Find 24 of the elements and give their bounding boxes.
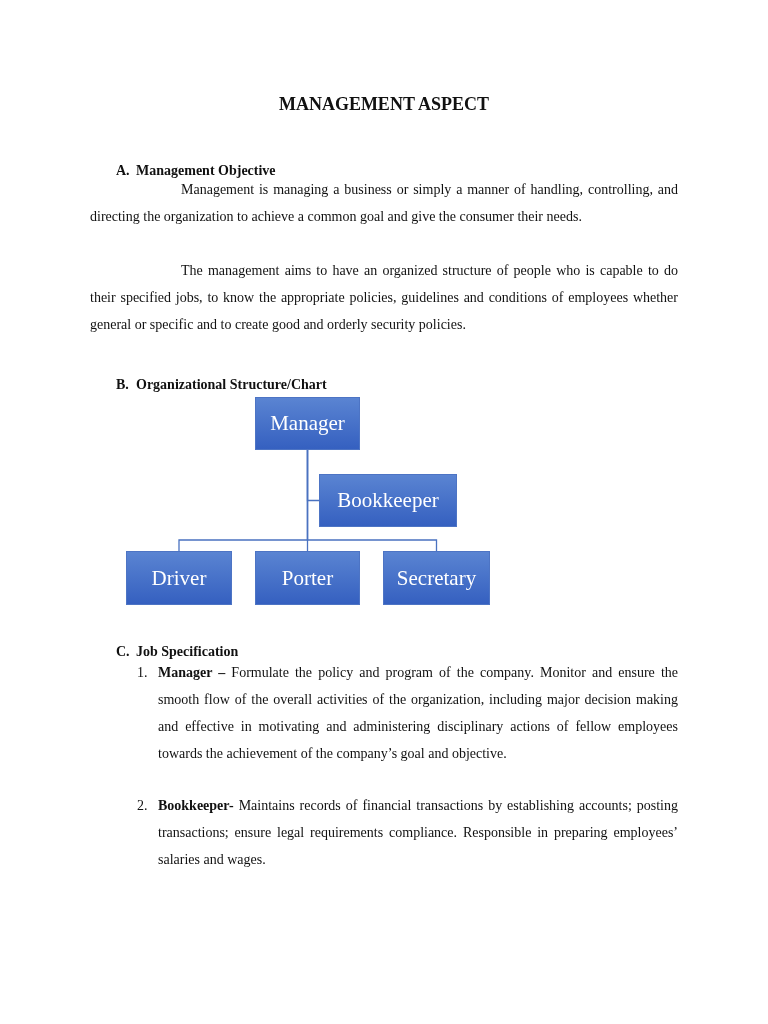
section-heading: C. (116, 643, 130, 661)
section-heading: A. (116, 162, 130, 180)
section-heading: Job Specification (136, 643, 239, 661)
org-chart-box (255, 397, 360, 450)
box-label: Secretary (396, 565, 477, 591)
org-chart-box (383, 551, 490, 605)
page-title: MANAGEMENT ASPECT (277, 94, 491, 115)
paragraph-text: The management aims to have an organized structure of people who is capable to do their specified jobs, to know the appropriate policies, guidelines and conditions of employees whether general or specific and to create good and orderly security policies. (90, 262, 678, 334)
org-chart-box (126, 551, 232, 605)
list-number: 2. (137, 797, 148, 815)
section-heading: Management Objective (136, 162, 276, 180)
paragraph-text: Manager – Formulate the policy and program of the company. Monitor and ensure the smooth flow of the overall activities of the organization, including major decision making and effective in motivating and administering disciplinary actions of fellow employees towards the achievement of the company’s goal and objective. (158, 664, 678, 763)
paragraph-text: Management is managing a business or simply a manner of handling, controlling, and directing the organization to achieve a common goal and give the consumer their needs. (90, 181, 678, 226)
connector-line (306, 449, 438, 552)
box-label: Driver (151, 565, 207, 591)
org-chart-box (255, 551, 360, 605)
box-label: Manager (270, 411, 345, 436)
box-label: Porter (281, 565, 334, 591)
list-number: 1. (137, 664, 148, 682)
section-heading: Organizational Structure/Chart (136, 376, 327, 394)
org-chart-box (319, 474, 457, 527)
paragraph-text: Bookkeeper- Maintains records of financial transactions by establishing accounts; posting transactions; ensure legal requirements compliance. Responsible in preparing employees’ salaries and wages. (158, 797, 678, 869)
box-label: Bookkeeper (337, 488, 439, 513)
section-heading: B. (116, 376, 129, 394)
